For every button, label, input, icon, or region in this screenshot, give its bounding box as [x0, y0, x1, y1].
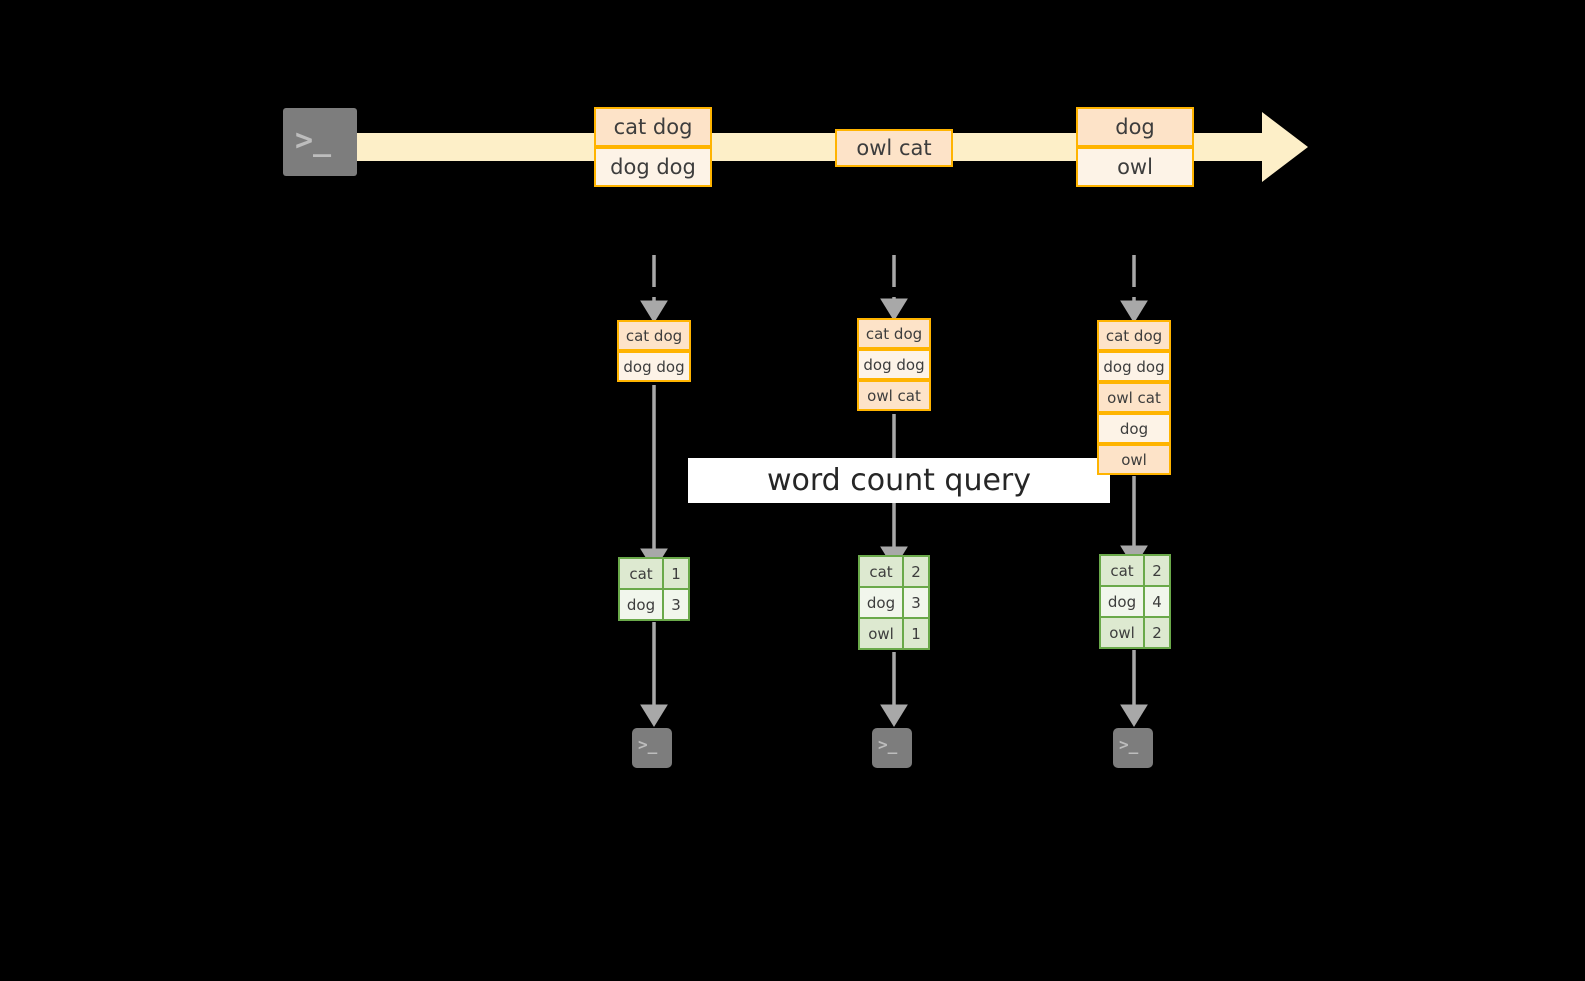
stream-record[interactable]: dog dog [594, 147, 712, 187]
table-row[interactable]: dog 3 [860, 588, 928, 619]
stream-record[interactable]: cat dog [594, 107, 712, 147]
terminal-screen [872, 728, 912, 768]
count-cell: 3 [904, 588, 928, 617]
table-row[interactable]: cat 2 [1101, 556, 1169, 587]
count-cell: 1 [664, 559, 688, 588]
word-cell: dog [860, 588, 904, 617]
table-row[interactable]: dog 3 [620, 590, 688, 619]
stream-record[interactable]: owl [1076, 147, 1194, 187]
count-cell: 3 [664, 590, 688, 619]
snapshot-record[interactable]: owl cat [857, 380, 931, 411]
count-cell: 2 [1145, 556, 1169, 585]
table-row[interactable]: dog 4 [1101, 587, 1169, 618]
count-cell: 2 [904, 557, 928, 586]
table-row[interactable]: owl 1 [860, 619, 928, 648]
table-row[interactable]: cat 2 [860, 557, 928, 588]
terminal-prompt-glyph: >_ [878, 735, 898, 754]
table-row[interactable]: owl 2 [1101, 618, 1169, 647]
snapshot-record[interactable]: cat dog [617, 320, 691, 351]
count-cell: 1 [904, 619, 928, 648]
result-table-3[interactable]: cat 2 dog 4 owl 2 [1099, 554, 1171, 649]
result-table-2[interactable]: cat 2 dog 3 owl 1 [858, 555, 930, 650]
query-label-band: word count query [688, 458, 1110, 503]
stream-block-arrow [352, 112, 1308, 182]
word-cell: cat [860, 557, 904, 586]
word-cell: owl [860, 619, 904, 648]
word-cell: cat [620, 559, 664, 588]
terminal-prompt-glyph: >_ [1119, 735, 1139, 754]
snapshot-record[interactable]: owl [1097, 444, 1171, 475]
snapshot-record[interactable]: cat dog [1097, 320, 1171, 351]
terminal-prompt-glyph: >_ [638, 735, 658, 754]
sink-terminal-icon-2[interactable]: >_ [865, 721, 919, 775]
snapshot-record[interactable]: dog dog [1097, 351, 1171, 382]
table-row[interactable]: cat 1 [620, 559, 688, 590]
snapshot-record[interactable]: dog dog [617, 351, 691, 382]
word-cell: cat [1101, 556, 1145, 585]
terminal-screen [1113, 728, 1153, 768]
word-cell: dog [620, 590, 664, 619]
terminal-screen [283, 108, 357, 176]
word-cell: dog [1101, 587, 1145, 616]
snapshot-record[interactable]: dog [1097, 413, 1171, 444]
terminal-screen [632, 728, 672, 768]
snapshot-record[interactable]: dog dog [857, 349, 931, 380]
count-cell: 2 [1145, 618, 1169, 647]
sink-terminal-icon-3[interactable]: >_ [1106, 721, 1160, 775]
result-table-1[interactable]: cat 1 dog 3 [618, 557, 690, 621]
terminal-prompt-glyph: >_ [295, 123, 332, 158]
stream-record[interactable]: dog [1076, 107, 1194, 147]
snapshot-record[interactable]: cat dog [857, 318, 931, 349]
count-cell: 4 [1145, 587, 1169, 616]
snapshot-record[interactable]: owl cat [1097, 382, 1171, 413]
word-cell: owl [1101, 618, 1145, 647]
stream-record[interactable]: owl cat [835, 129, 953, 167]
sink-terminal-icon-1[interactable]: >_ [625, 721, 679, 775]
source-terminal-icon[interactable]: >_ [274, 99, 366, 185]
